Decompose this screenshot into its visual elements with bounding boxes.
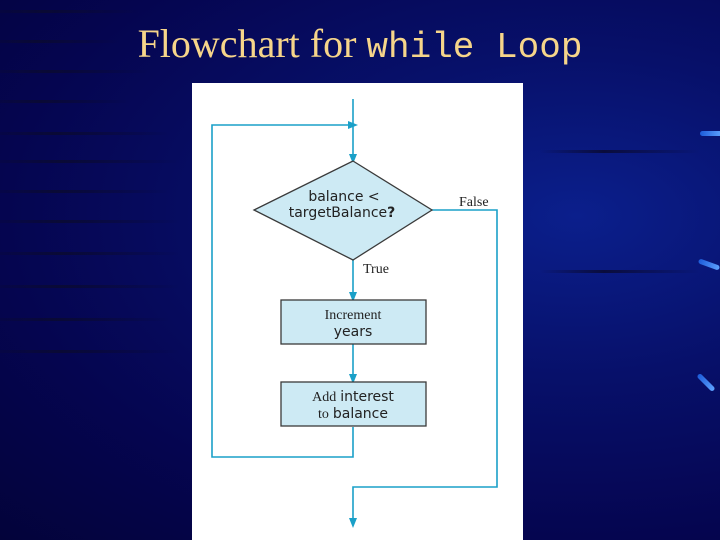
false-connector: [349, 209, 498, 528]
flowchart-panel: balance < targetBalance? False True Incr…: [192, 83, 523, 540]
background-streak: [0, 132, 170, 135]
background-streak: [0, 70, 150, 73]
loop-back-connector: [211, 121, 358, 458]
decision-diamond: [252, 160, 434, 261]
background-streak: [0, 100, 130, 103]
decision-line2: targetBalance?: [289, 205, 396, 221]
title-code: while Loop: [366, 27, 583, 68]
background-streak: [0, 350, 180, 353]
title-prefix: Flowchart for: [137, 21, 357, 66]
accent-dash: [700, 131, 720, 136]
background-streak: [0, 220, 180, 223]
add-word: Add: [312, 390, 336, 405]
decision-question-mark: ?: [387, 205, 395, 221]
background-streak: [0, 190, 170, 193]
balance-code: balance: [333, 406, 388, 422]
background-streak: [0, 285, 180, 288]
interest-code: interest: [340, 389, 394, 405]
background-streak: [0, 318, 170, 321]
background-streak: [0, 160, 180, 163]
add-interest-box: [280, 381, 427, 427]
background-streak: [540, 270, 700, 273]
add-interest-line1: Add interest: [312, 388, 394, 405]
background-streak: [0, 10, 140, 13]
increment-line2: years: [334, 324, 373, 340]
decision-code: targetBalance: [289, 205, 387, 221]
increment-line1: Increment: [325, 308, 382, 323]
add-interest-line2: to balance: [318, 405, 388, 422]
flowchart-diagram: balance < targetBalance? False True Incr…: [211, 99, 498, 528]
false-label: False: [459, 195, 489, 210]
decision-line1: balance <: [308, 189, 379, 205]
background-streak: [0, 252, 180, 255]
increment-years-box: [280, 299, 427, 345]
to-word: to: [318, 407, 329, 422]
slide-title: Flowchart for while Loop: [0, 18, 720, 74]
background-streak: [540, 150, 700, 153]
true-label: True: [363, 262, 389, 277]
background-streak: [0, 40, 120, 43]
